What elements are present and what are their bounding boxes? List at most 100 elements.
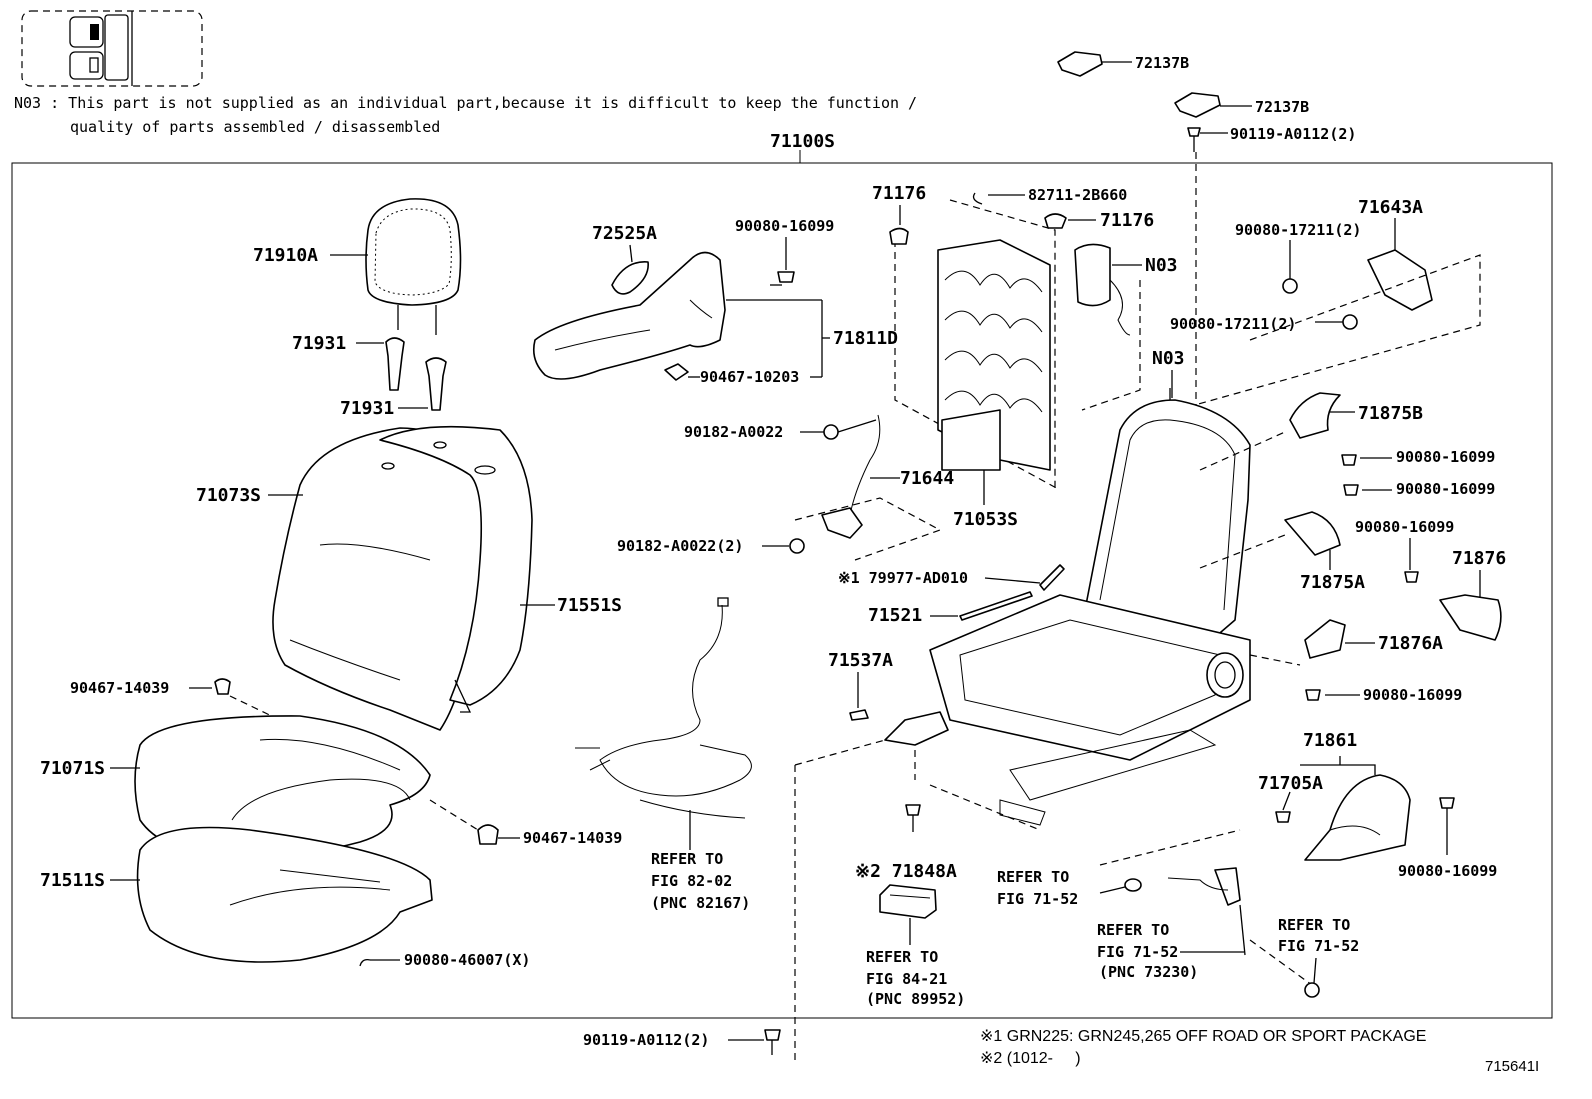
label-90467-14039-a: 90467-14039 — [70, 679, 169, 697]
label-90467-14039-b: 90467-14039 — [523, 829, 622, 847]
clip-71176-b — [1044, 213, 1096, 229]
seat-belt-buckle — [1099, 829, 1313, 986]
nut-90080-17211-b — [1315, 314, 1358, 330]
screw-71705A — [1275, 791, 1291, 823]
svg-text:(PNC 73230): (PNC 73230) — [1099, 963, 1198, 981]
label-71073S: 71073S — [196, 485, 261, 506]
pad-71537A — [849, 672, 869, 721]
label-79977-AD010: ※1 79977-AD010 — [838, 569, 968, 587]
screw-90080-16099-r4 — [1305, 689, 1360, 701]
screw-90080-16099-r3 — [1404, 538, 1419, 583]
label-71176-b: 71176 — [1100, 210, 1154, 231]
label-90080-16099-top: 90080-16099 — [735, 217, 834, 235]
ref-fig-71-52-a: REFER TO FIG 71-52 — [997, 868, 1078, 908]
nut-90182-A0022 — [800, 419, 877, 440]
cover-72137B-2 — [1174, 92, 1252, 118]
ref-fig-71-52-b: REFER TO FIG 71-52 (PNC 73230) — [1097, 921, 1244, 981]
label-71551S: 71551S — [557, 595, 622, 616]
label-90080-16099-r1: 90080-16099 — [1396, 448, 1495, 466]
svg-text:REFER TO: REFER TO — [866, 948, 938, 966]
ref-fig-84-21: REFER TO FIG 84-21 (PNC 89952) — [866, 948, 965, 1008]
nut-90080-17211-a — [1282, 240, 1298, 294]
cover-71876A — [1249, 619, 1375, 666]
cover-72137B-1 — [1057, 51, 1132, 77]
label-71931-b: 71931 — [340, 398, 394, 419]
label-90182-A0022: 90182-A0022 — [684, 423, 783, 441]
lumbar-switch-71644 — [794, 414, 942, 561]
clip-90467-14039-a — [189, 678, 281, 721]
label-72137B-1: 72137B — [1135, 54, 1189, 72]
svg-text:REFER TO: REFER TO — [651, 850, 723, 868]
hook-82711 — [972, 192, 1025, 205]
label-71053S: 71053S — [953, 509, 1018, 530]
label-71861: 71861 — [1303, 730, 1357, 751]
ecu-71848A — [879, 884, 937, 945]
grommet-refer-71-52 — [1099, 878, 1142, 894]
label-71875B: 71875B — [1358, 403, 1423, 424]
note-n03: N03 : This part is not supplied as an in… — [14, 91, 917, 115]
label-71848A: ※2 71848A — [855, 861, 957, 882]
label-90080-46007: 90080-46007(X) — [404, 951, 530, 969]
nut-90182-A0022-2 — [762, 538, 805, 554]
label-71875A: 71875A — [1300, 572, 1365, 593]
clip-90467-14039-b — [429, 799, 520, 845]
label-N03-b: N03 — [1152, 348, 1185, 369]
label-82711-2B660: 82711-2B660 — [1028, 186, 1127, 204]
seatback-spring-71053S — [894, 199, 1061, 505]
screw-90080-16099-r1 — [1341, 454, 1392, 466]
label-90080-17211-a: 90080-17211(2) — [1235, 221, 1361, 239]
footnote-2: ※2 (1012- ) — [980, 1050, 1081, 1067]
seat-frame-assembly — [929, 388, 1251, 826]
seat-wire-harness — [575, 597, 752, 850]
screw-90119-bottom — [728, 1029, 781, 1055]
screw-90080-16099-top — [770, 237, 795, 286]
label-90080-16099-r3: 90080-16099 — [1355, 518, 1454, 536]
screw-90080-16099-r5 — [1439, 797, 1455, 855]
label-71910A: 71910A — [253, 245, 318, 266]
clip-71176-a — [889, 205, 909, 245]
ref-fig-82-02: REFER TO FIG 82-02 (PNC 82167) — [651, 850, 750, 912]
shield-71861 — [1300, 756, 1411, 861]
screw-71848A — [905, 804, 921, 832]
svg-text:FIG 71-52: FIG 71-52 — [1278, 937, 1359, 955]
note-line1: : This part is not supplied as an indivi… — [50, 94, 918, 112]
footnote-1: ※1 GRN225: GRN245,265 OFF ROAD OR SPORT … — [980, 1028, 1427, 1045]
label-90119-top: 90119-A0112(2) — [1230, 125, 1356, 143]
label-71931-a: 71931 — [292, 333, 346, 354]
label-71071S: 71071S — [40, 758, 105, 779]
bracket-71643A — [1194, 218, 1481, 406]
trim-71521 — [930, 591, 1033, 621]
seat-locator-icon — [21, 10, 203, 87]
figure-id: 715641I — [1485, 1058, 1540, 1075]
clip-90467-10203 — [664, 363, 822, 381]
screw-90080-16099-r2 — [1343, 484, 1392, 496]
cover-71875B — [1199, 392, 1355, 471]
knob-72525A — [611, 244, 649, 295]
label-72137B-2: 72137B — [1255, 98, 1309, 116]
label-90080-16099-r4: 90080-16099 — [1363, 686, 1462, 704]
svg-text:FIG 82-02: FIG 82-02 — [651, 872, 732, 890]
screw-90119-top — [1187, 127, 1228, 450]
label-71521: 71521 — [868, 605, 922, 626]
seat-cushion-cover — [110, 715, 431, 861]
trim-79977-AD010 — [984, 564, 1065, 591]
nut-refer-71-52 — [1304, 957, 1320, 998]
seat-cushion-pad — [110, 826, 433, 963]
label-N03-a: N03 — [1145, 255, 1178, 276]
svg-text:FIG 71-52: FIG 71-52 — [1097, 943, 1178, 961]
cover-71875A — [1199, 511, 1341, 570]
label-72525A: 72525A — [592, 223, 657, 244]
svg-text:FIG 84-21: FIG 84-21 — [866, 970, 947, 988]
label-71705A: 71705A — [1258, 773, 1323, 794]
label-90080-16099-r2: 90080-16099 — [1396, 480, 1495, 498]
label-90182-A0022-2: 90182-A0022(2) — [617, 537, 743, 555]
cover-71876 — [1439, 570, 1502, 641]
ref-fig-71-52-c: REFER TO FIG 71-52 — [1278, 916, 1359, 955]
label-90119-bottom: 90119-A0112(2) — [583, 1031, 709, 1049]
label-90080-17211-b: 90080-17211(2) — [1170, 315, 1296, 333]
label-90467-10203: 90467-10203 — [700, 368, 799, 386]
assembly-frame — [11, 150, 1553, 1019]
lumbar-motor-N03 — [1074, 243, 1142, 411]
note-code: N03 — [14, 94, 42, 112]
label-71176-a: 71176 — [872, 183, 926, 204]
